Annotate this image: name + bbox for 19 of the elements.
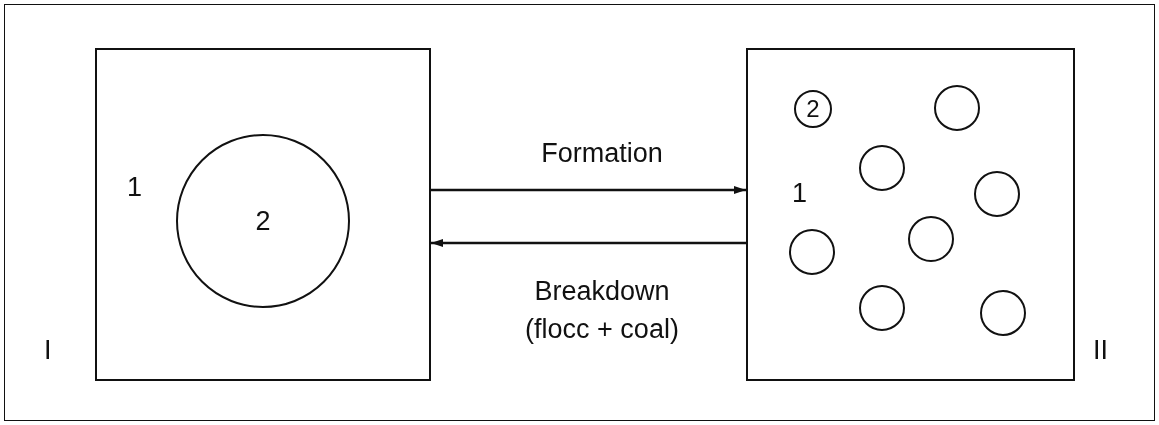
phase-box: [746, 48, 1075, 381]
droplet-circle: [974, 171, 1020, 217]
phase-number: 1: [127, 172, 143, 202]
arrow: [431, 186, 746, 194]
droplet-circle: [794, 90, 832, 128]
phase-number: 2: [806, 94, 820, 124]
phase-box: [95, 48, 431, 381]
droplet-circle: [859, 285, 905, 331]
phase-number: 2: [255, 206, 271, 236]
droplet-circle: [934, 85, 980, 131]
state-label: I: [44, 335, 52, 365]
droplet-circle: [908, 216, 954, 262]
arrow: [431, 239, 746, 247]
droplet-circle: [789, 229, 835, 275]
droplet-circle: [859, 145, 905, 191]
state-label: II: [1093, 335, 1108, 365]
droplet-circle: [980, 290, 1026, 336]
droplet-circle: [176, 134, 350, 308]
phase-number: 1: [792, 178, 808, 208]
